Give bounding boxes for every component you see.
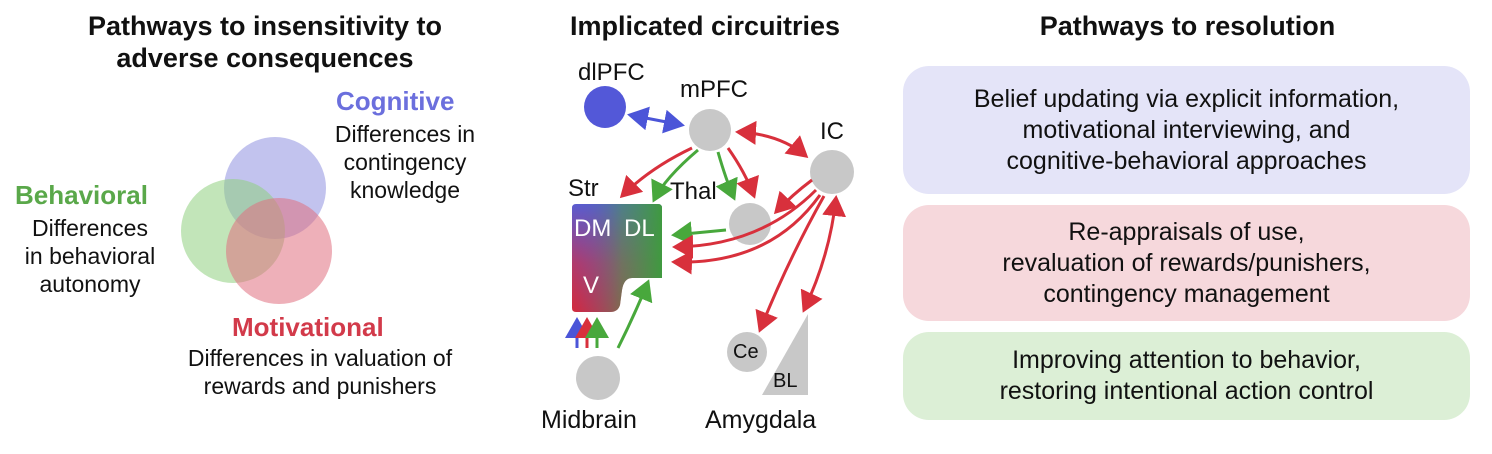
dm-label: DM — [574, 215, 612, 242]
mpfc-node — [689, 109, 731, 151]
mpfc-thal-red-arrow — [726, 147, 759, 199]
left-header-line-1: Pathways to insensitivity to — [87, 11, 443, 41]
ic-bl-arrow — [800, 195, 847, 313]
venn-diagram — [181, 137, 332, 304]
dlpfc-label: dlPFC — [578, 59, 645, 86]
thal-str-green-arrow — [671, 221, 727, 246]
mpfc-ic-arrow — [735, 120, 809, 158]
thal-label: Thal — [670, 178, 717, 205]
left-panel-header: Pathways to insensitivity to adverse con… — [30, 10, 500, 74]
str-label: Str — [568, 175, 599, 202]
resolution-box-cognitive: Belief updating via explicit information… — [903, 66, 1470, 194]
mpfc-str-green-arrow — [651, 148, 699, 203]
ce-node — [727, 332, 767, 372]
midbrain-node — [576, 356, 620, 400]
mpfc-label: mPFC — [680, 76, 748, 103]
right-panel-header: Pathways to resolution — [1039, 11, 1336, 41]
ic-label: IC — [820, 118, 844, 145]
circuit-diagram — [565, 86, 854, 400]
behavioral-description: Differences in behavioral autonomy — [24, 215, 156, 297]
midbrain-str-green-arrow — [616, 279, 653, 349]
ic-ce-arrow — [755, 195, 826, 333]
left-header-line-2: adverse consequences — [116, 43, 414, 73]
dlpfc-mpfc-arrow — [627, 106, 685, 134]
mpfc-str-red-arrow — [619, 146, 693, 199]
midbrain-label: Midbrain — [541, 406, 637, 434]
resolution-box-behavioral: Improving attention to behavior, restori… — [903, 332, 1470, 420]
motivational-title: Motivational — [232, 312, 384, 342]
mpfc-thal-green-arrow — [715, 151, 738, 201]
motivational-description: Differences in valuation of rewards and … — [187, 345, 453, 399]
v-label: V — [583, 272, 600, 299]
dlpfc-node — [584, 86, 626, 128]
resolution-box-motivational: Re-appraisals of use, revaluation of rew… — [903, 205, 1470, 321]
middle-panel-header: Implicated circuitries — [569, 11, 841, 41]
behavioral-title: Behavioral — [15, 180, 148, 210]
striatum-block — [572, 204, 662, 312]
amygdala-label: Amygdala — [705, 406, 817, 434]
bl-label: BL — [773, 370, 798, 392]
cognitive-description: Differences in contingency knowledge — [334, 121, 476, 203]
cognitive-title: Cognitive — [336, 86, 455, 116]
ce-label: Ce — [733, 341, 759, 363]
venn-motivational-circle — [226, 198, 332, 304]
dl-label: DL — [624, 215, 655, 242]
ic-thal-arrow — [773, 178, 813, 215]
thal-node — [729, 203, 771, 245]
ic-node — [810, 150, 854, 194]
bl-node — [762, 314, 808, 395]
